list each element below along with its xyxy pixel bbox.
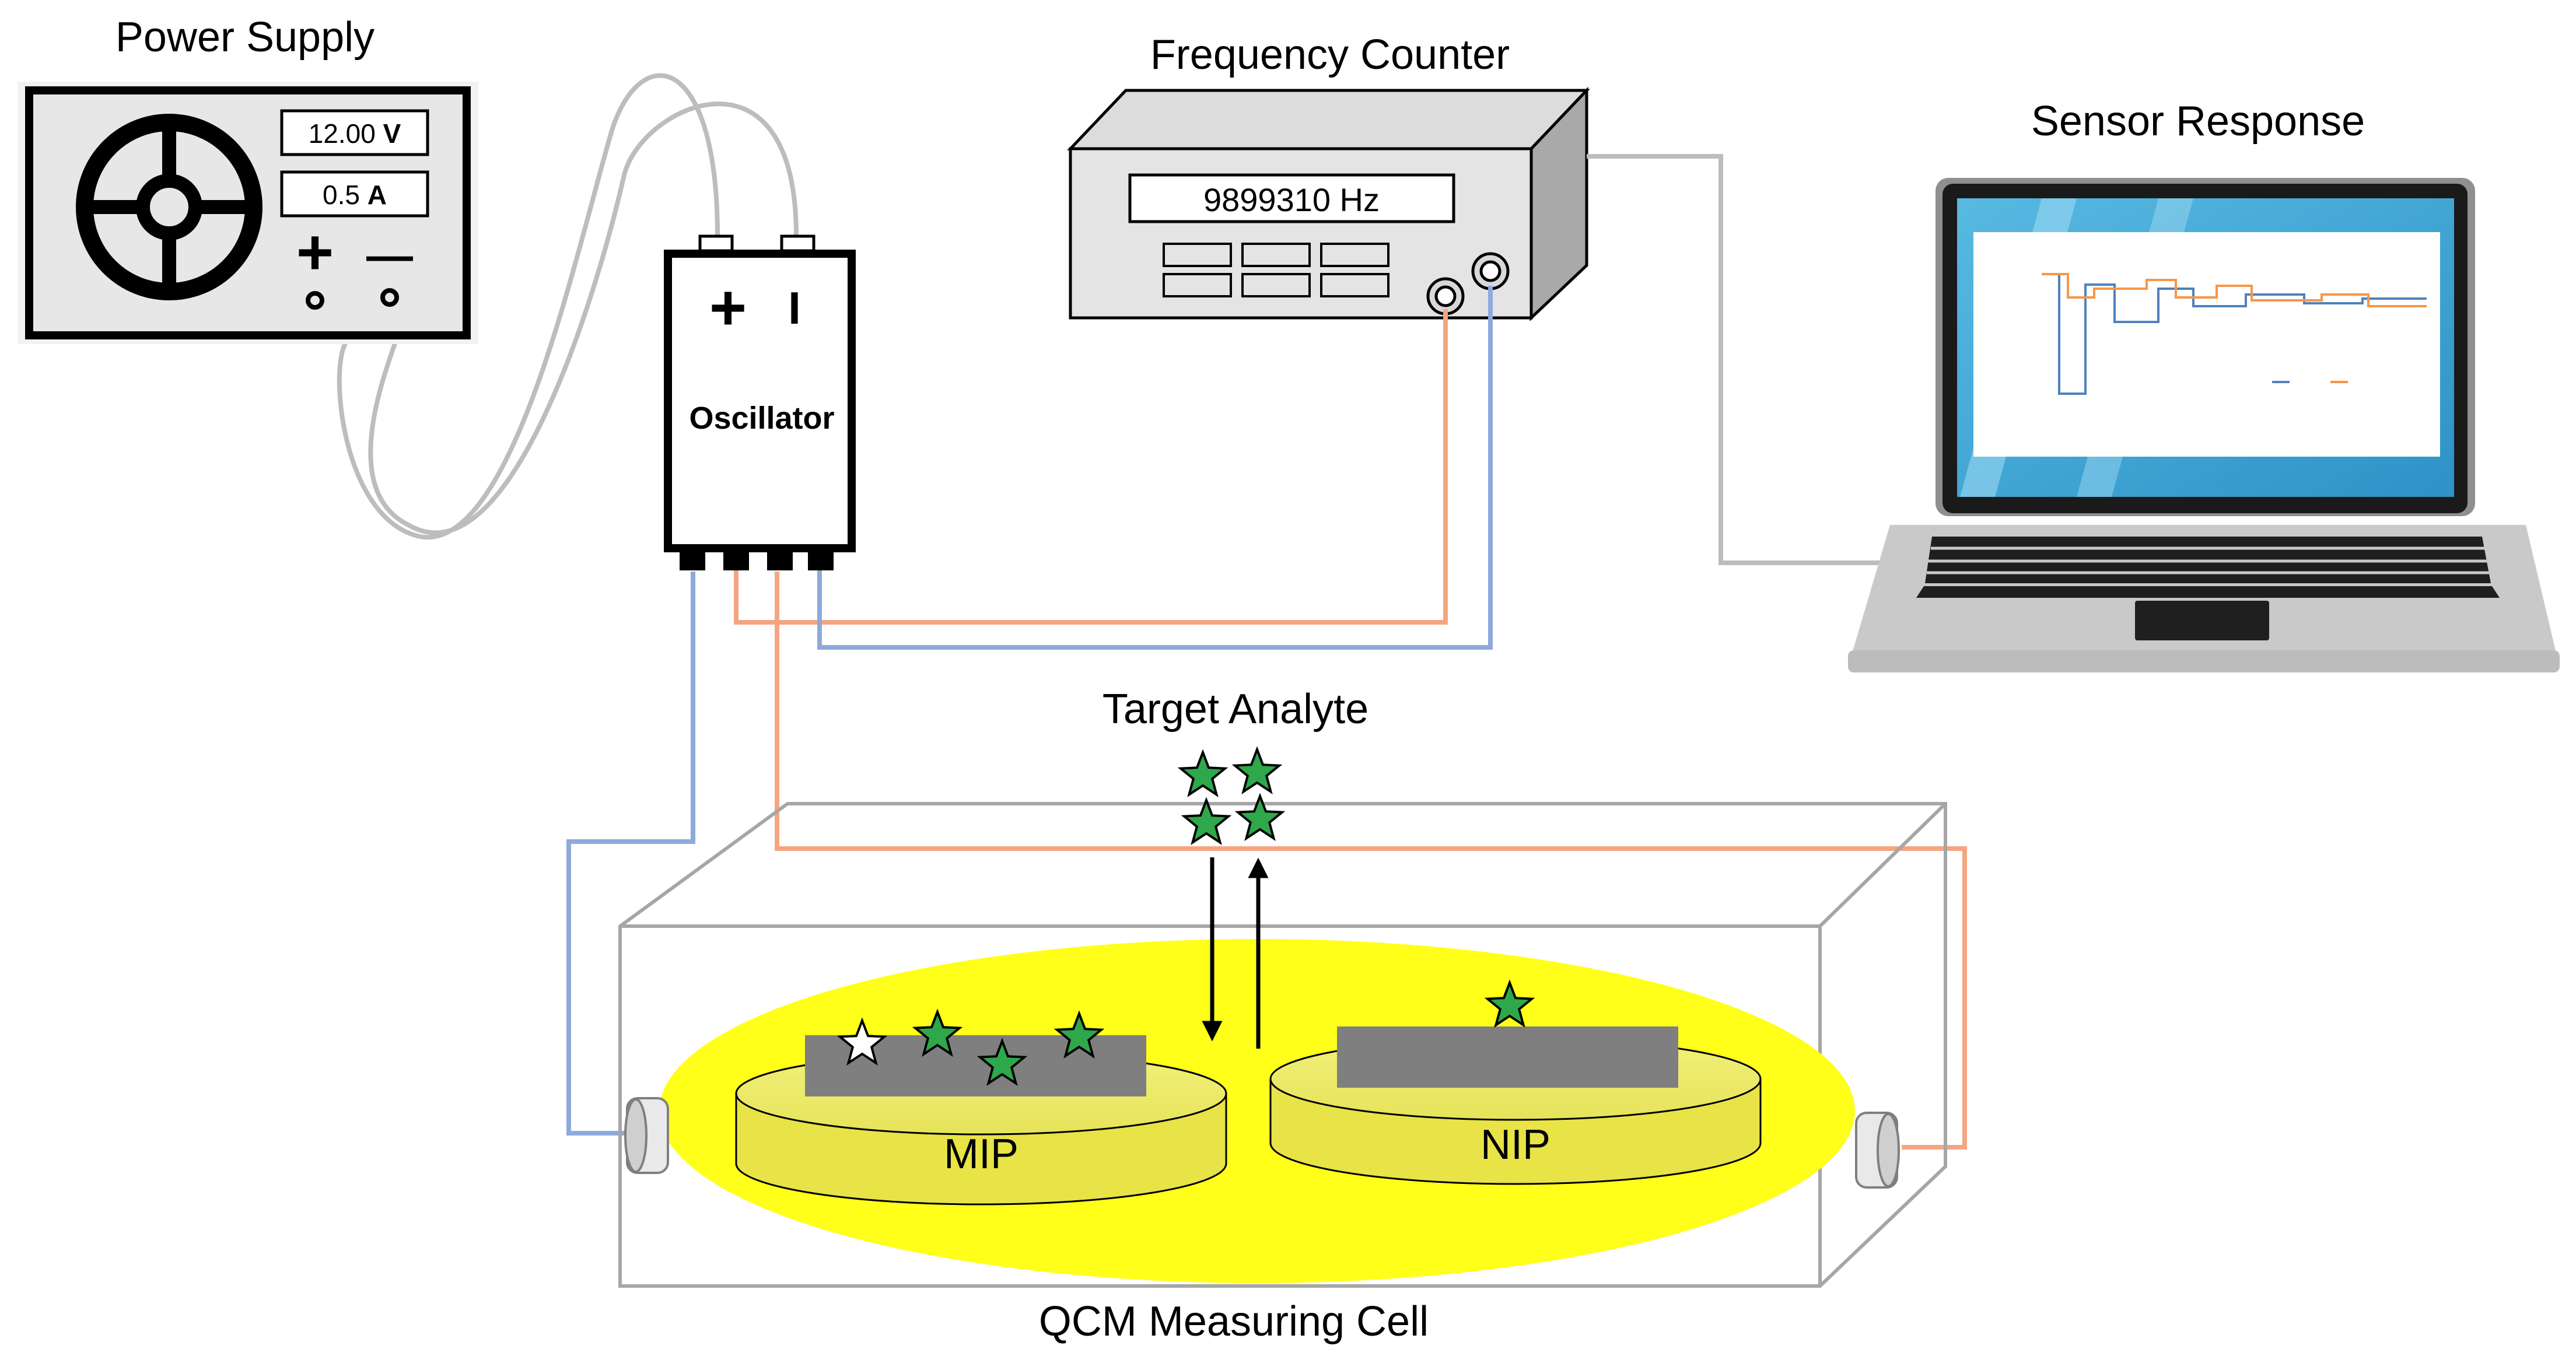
electrode-right bbox=[1855, 1112, 1900, 1189]
qcm-cell-label: QCM Measuring Cell bbox=[1039, 1298, 1429, 1345]
target-analyte-label: Target Analyte bbox=[1102, 686, 1368, 733]
oscillator-minus-label: I bbox=[788, 282, 801, 334]
power-cables bbox=[337, 73, 799, 540]
star-icon bbox=[1054, 1010, 1105, 1059]
electrode-left bbox=[624, 1097, 669, 1174]
nip-disk bbox=[1269, 1026, 1762, 1185]
data-cable bbox=[1587, 154, 1905, 565]
voltage-unit: V bbox=[383, 118, 401, 149]
power-supply-label: Power Supply bbox=[116, 14, 374, 61]
minus-terminal bbox=[380, 288, 399, 307]
plus-terminal-label: + bbox=[296, 216, 334, 288]
power-supply: 12.00 V 0.5 A + — bbox=[18, 82, 478, 344]
oscillator-plus-label: + bbox=[709, 272, 747, 344]
nip-film bbox=[1337, 1026, 1678, 1088]
counter-input-jack-blue bbox=[1471, 252, 1510, 290]
frequency-counter-label: Frequency Counter bbox=[1150, 31, 1510, 78]
mini-chart bbox=[2042, 273, 2427, 395]
star-icon bbox=[836, 1017, 888, 1066]
star-icon bbox=[1231, 746, 1283, 794]
current-display bbox=[280, 170, 429, 218]
dial-icon bbox=[76, 114, 262, 300]
oscillator: + I Oscillator bbox=[664, 234, 856, 570]
frequency-counter: 9899310 Hz bbox=[1067, 86, 1590, 321]
sensor-response-label: Sensor Response bbox=[2031, 98, 2365, 145]
laptop bbox=[1848, 178, 2560, 672]
plus-terminal bbox=[306, 291, 324, 310]
minus-terminal-label: — bbox=[366, 229, 413, 281]
sensor-response-chart bbox=[1973, 232, 2440, 457]
voltage-value: 12.00 bbox=[309, 118, 376, 149]
svg-text:0.5 A: 0.5 A bbox=[323, 180, 387, 210]
analyte-stars bbox=[836, 746, 1535, 1086]
mip-disk bbox=[735, 1035, 1227, 1206]
nip-label: NIP bbox=[1480, 1122, 1550, 1168]
star-icon bbox=[1177, 749, 1228, 797]
current-value: 0.5 bbox=[323, 180, 360, 210]
star-icon bbox=[1484, 979, 1535, 1028]
counter-input-jack-orange bbox=[1426, 277, 1465, 316]
star-icon bbox=[1181, 797, 1232, 845]
oscillator-label: Oscillator bbox=[689, 401, 834, 436]
frequency-display bbox=[1128, 173, 1455, 223]
svg-text:12.00 V: 12.00 V bbox=[309, 118, 401, 149]
star-icon bbox=[977, 1038, 1028, 1086]
star-icon bbox=[1234, 793, 1286, 841]
star-icon bbox=[912, 1008, 963, 1057]
mip-label: MIP bbox=[944, 1131, 1019, 1178]
counter-buttons bbox=[1163, 243, 1390, 297]
frequency-display-value: 9899310 Hz bbox=[1203, 181, 1380, 218]
voltage-display bbox=[280, 109, 429, 156]
current-unit: A bbox=[368, 180, 387, 210]
